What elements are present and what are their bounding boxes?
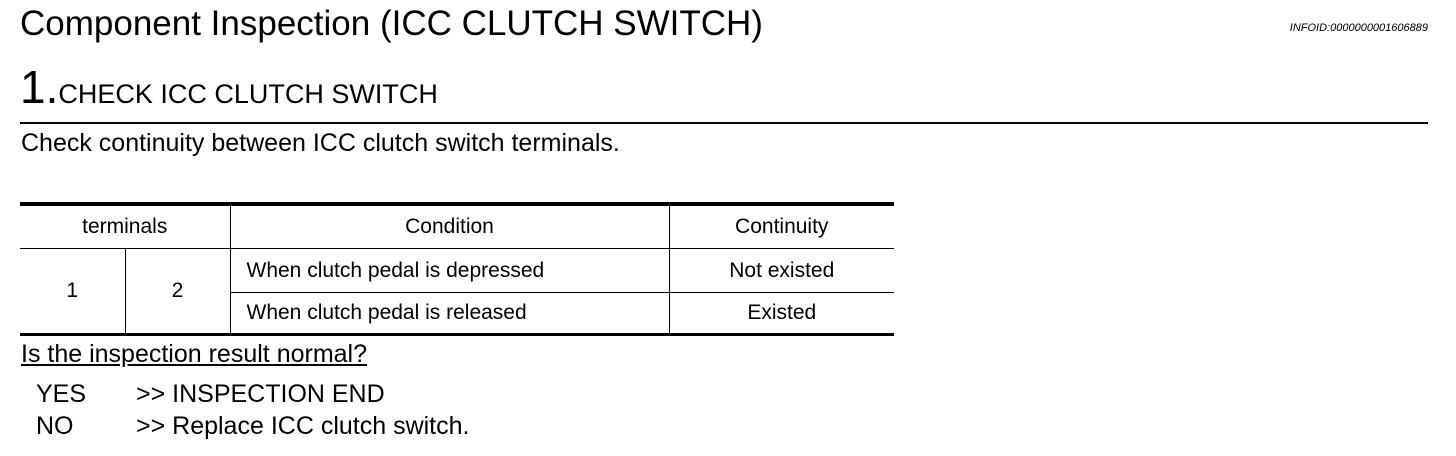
- step-title: CHECK ICC CLUTCH SWITCH: [58, 79, 438, 109]
- answer-key: NO: [36, 412, 74, 440]
- continuity-cell: Existed: [668, 292, 894, 335]
- condition-cell: When clutch pedal is depressed: [229, 248, 670, 293]
- terminal-b-cell: 2: [124, 248, 231, 335]
- answer-text: >> Replace ICC clutch switch.: [136, 412, 470, 440]
- condition-cell: When clutch pedal is released: [230, 292, 670, 335]
- section-divider: [20, 122, 1428, 124]
- info-id: INFOID:0000000001606889: [1289, 22, 1428, 34]
- continuity-table: terminals Condition Continuity 1 2 When …: [20, 202, 894, 336]
- inspection-question: Is the inspection result normal?: [21, 340, 368, 368]
- header-condition: Condition: [229, 204, 670, 249]
- step-heading: 1.CHECK ICC CLUTCH SWITCH: [20, 60, 438, 121]
- page-title: Component Inspection (ICC CLUTCH SWITCH): [20, 4, 763, 43]
- terminal-a-cell: 1: [20, 248, 126, 335]
- table-row: When clutch pedal is released Existed: [20, 292, 894, 335]
- answer-no: NO >> Replace ICC clutch switch.: [36, 410, 469, 442]
- header-continuity: Continuity: [668, 204, 894, 249]
- header-terminals: terminals: [20, 204, 231, 249]
- answer-key: YES: [36, 380, 87, 408]
- table-header-row: terminals Condition Continuity: [20, 204, 894, 249]
- continuity-cell: Not existed: [668, 248, 894, 293]
- instruction-text: Check continuity between ICC clutch swit…: [21, 129, 620, 157]
- answer-yes: YES >> INSPECTION END: [36, 378, 385, 410]
- answer-text: >> INSPECTION END: [136, 380, 385, 408]
- step-number: 1.: [20, 61, 59, 113]
- table-row: 1 2 When clutch pedal is depressed Not e…: [20, 248, 894, 335]
